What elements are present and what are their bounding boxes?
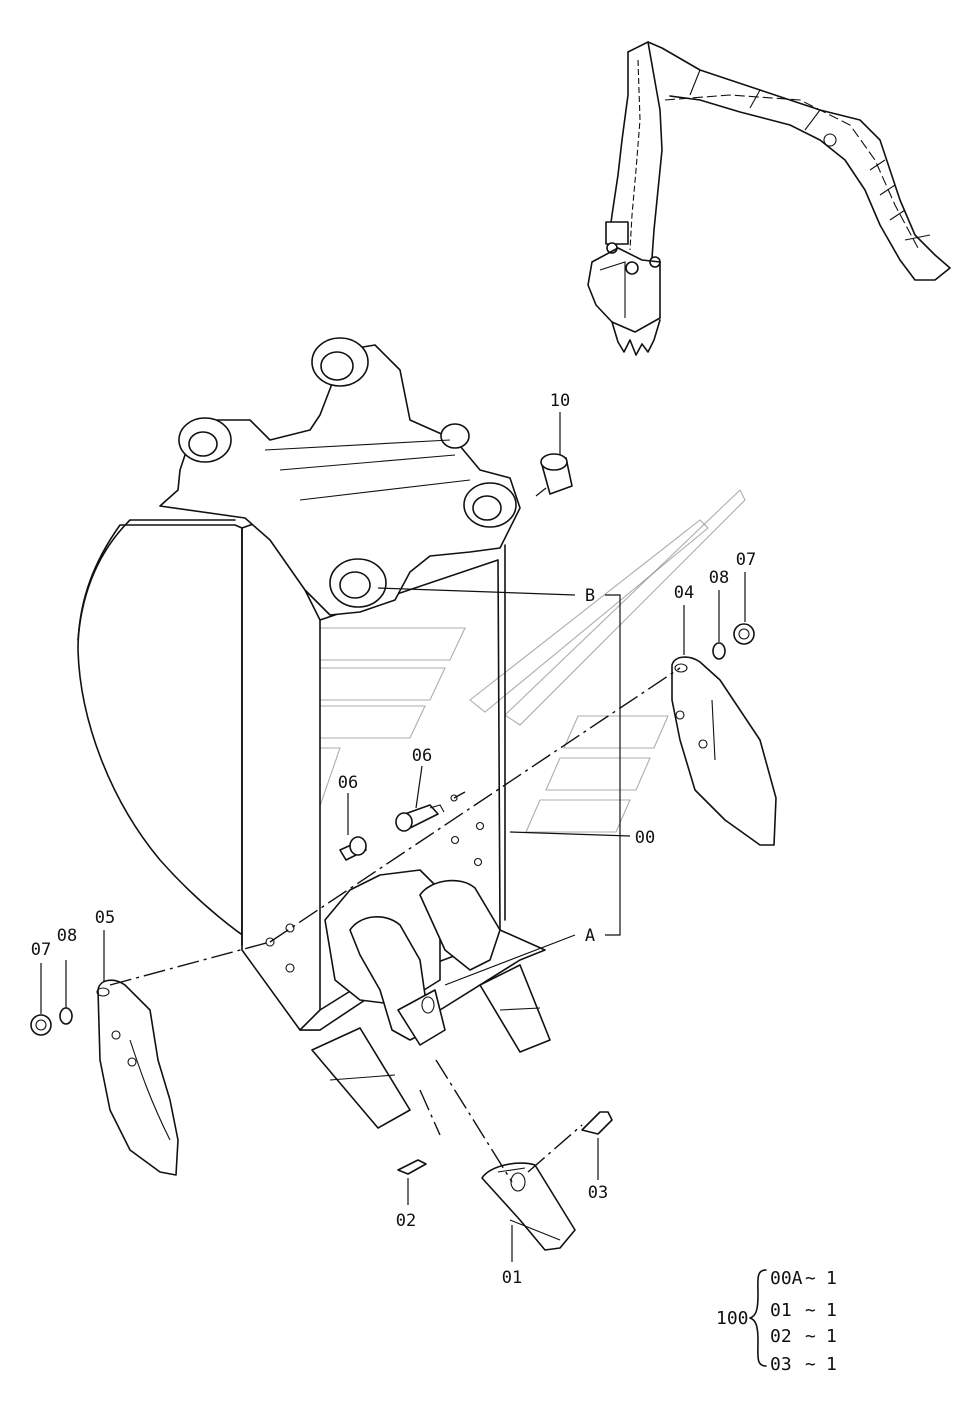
lock-part-03 (581, 1111, 613, 1135)
kit-row-sep: ~ (805, 1300, 816, 1321)
washer-part-08-right (712, 642, 726, 660)
leader-lines (377, 587, 631, 986)
bushing-part-10 (535, 412, 573, 497)
label-detail-a: A (585, 926, 595, 946)
kit-row-sep: ~ (805, 1326, 816, 1347)
kit-row-part: 00A (770, 1268, 803, 1289)
kit-row-sep: ~ (805, 1268, 816, 1289)
label-part-05: 05 (95, 908, 115, 928)
kit-row-qty: 1 (826, 1268, 837, 1289)
nut-part-07-left (30, 1014, 52, 1036)
logo-watermark-icon (259, 489, 746, 836)
washer-part-08-left (59, 1007, 73, 1025)
pin-part-02 (397, 1159, 427, 1175)
label-part-01: 01 (502, 1268, 522, 1288)
kit-row-part: 03 (770, 1354, 792, 1375)
kit-number: 100 (716, 1308, 749, 1329)
label-detail-b: B (585, 586, 595, 606)
kit-row-qty: 1 (826, 1354, 837, 1375)
label-part-03: 03 (588, 1183, 608, 1203)
label-part-04: 04 (674, 583, 694, 603)
kit-row-sep: ~ (805, 1354, 816, 1375)
kit-row-qty: 1 (826, 1300, 837, 1321)
bucket-body (77, 337, 551, 1129)
bolts-part-06 (339, 765, 445, 861)
nut-part-07-right (733, 623, 755, 645)
side-cutter-left (30, 930, 179, 1176)
tooth-parts (397, 1111, 613, 1262)
label-part-00: 00 (635, 828, 655, 848)
label-part-08-right: 08 (709, 568, 729, 588)
kit-row-qty: 1 (826, 1326, 837, 1347)
kit-row-part: 02 (770, 1326, 792, 1347)
kit-legend: 100 00A ~ 1 01 ~ 1 02 ~ 1 03 ~ 1 (716, 1268, 837, 1375)
label-part-08-left: 08 (57, 926, 77, 946)
label-part-07-right: 07 (736, 550, 756, 570)
kit-brace (749, 1269, 767, 1367)
label-part-07-left: 07 (31, 940, 51, 960)
label-part-02: 02 (396, 1211, 416, 1231)
excavator-arm-icon (587, 41, 951, 356)
side-cutter-right (671, 572, 777, 846)
label-part-10: 10 (550, 391, 570, 411)
kit-row-part: 01 (770, 1300, 792, 1321)
assembly-centerlines (109, 667, 681, 1183)
label-part-06-lower: 06 (338, 773, 358, 793)
part-labels: 10 B 04 08 07 06 06 00 A 05 08 07 02 03 … (31, 391, 756, 1288)
label-part-06-upper: 06 (412, 746, 432, 766)
